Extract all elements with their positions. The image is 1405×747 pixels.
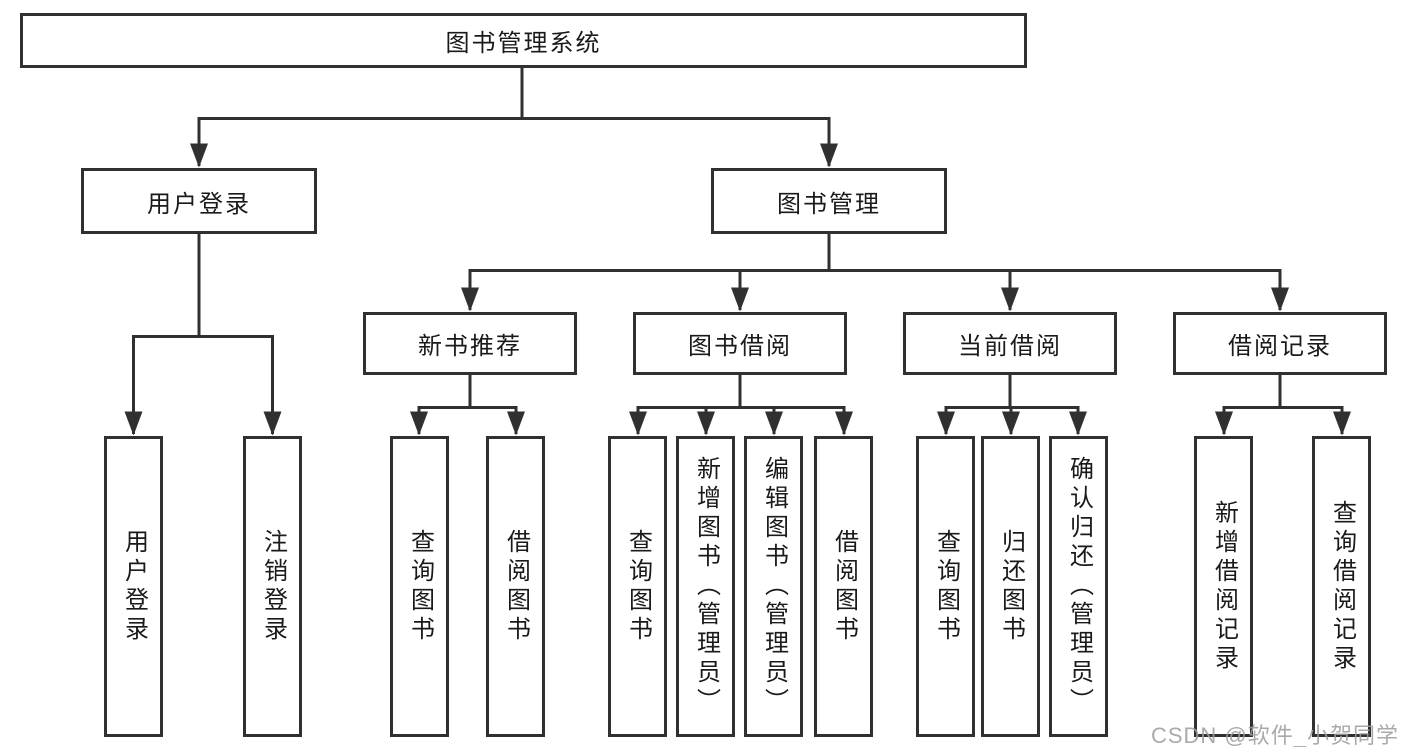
leaf-query-books-borrow: 查询图书 (608, 436, 667, 737)
node-label: 图书管理 (777, 190, 881, 218)
node-label: 编辑图书（管理员） (760, 456, 788, 717)
node-book-borrowing: 图书借阅 (633, 312, 847, 375)
leaf-confirm-return-admin: 确认归还（管理员） (1049, 436, 1108, 737)
csdn-watermark: CSDN @软件_小贺同学 (1150, 723, 1399, 747)
leaf-query-borrow-record: 查询借阅记录 (1312, 436, 1371, 737)
leaf-query-books-current: 查询图书 (916, 436, 975, 737)
node-label: 图书借阅 (688, 333, 792, 360)
node-label: 用户登录 (147, 190, 251, 218)
node-label: 归还图书 (997, 528, 1025, 645)
node-borrowing-records: 借阅记录 (1173, 312, 1387, 375)
leaf-logout: 注销登录 (243, 436, 302, 737)
node-label: 新书推荐 (418, 333, 522, 360)
node-label: 借阅图书 (502, 528, 530, 645)
node-label: 借阅记录 (1228, 333, 1332, 360)
node-label: 图书管理系统 (445, 30, 602, 57)
leaf-user-login: 用户登录 (104, 436, 163, 737)
leaf-borrow-books-recommend: 借阅图书 (486, 436, 545, 737)
leaf-add-book-admin: 新增图书（管理员） (676, 436, 735, 737)
node-label: 查询图书 (624, 528, 652, 645)
node-label: 注销登录 (259, 528, 287, 645)
node-label: 新增图书（管理员） (692, 456, 720, 717)
node-label: 查询借阅记录 (1328, 499, 1356, 674)
node-library-system: 图书管理系统 (20, 13, 1027, 68)
node-label: 查询图书 (406, 528, 434, 645)
node-label: 确认归还（管理员） (1065, 456, 1093, 717)
node-label: 新增借阅记录 (1210, 499, 1238, 674)
node-label: 查询图书 (932, 528, 960, 645)
node-label: 借阅图书 (830, 528, 858, 645)
node-user-login: 用户登录 (81, 168, 317, 234)
leaf-return-books: 归还图书 (981, 436, 1040, 737)
node-label: 用户登录 (120, 528, 148, 645)
leaf-add-borrow-record: 新增借阅记录 (1194, 436, 1253, 737)
node-book-management: 图书管理 (711, 168, 947, 234)
leaf-query-books-recommend: 查询图书 (390, 436, 449, 737)
node-label: 当前借阅 (958, 333, 1062, 360)
leaf-borrow-books: 借阅图书 (814, 436, 873, 737)
leaf-edit-book-admin: 编辑图书（管理员） (744, 436, 803, 737)
node-current-borrowing: 当前借阅 (903, 312, 1117, 375)
node-new-book-recommend: 新书推荐 (363, 312, 577, 375)
